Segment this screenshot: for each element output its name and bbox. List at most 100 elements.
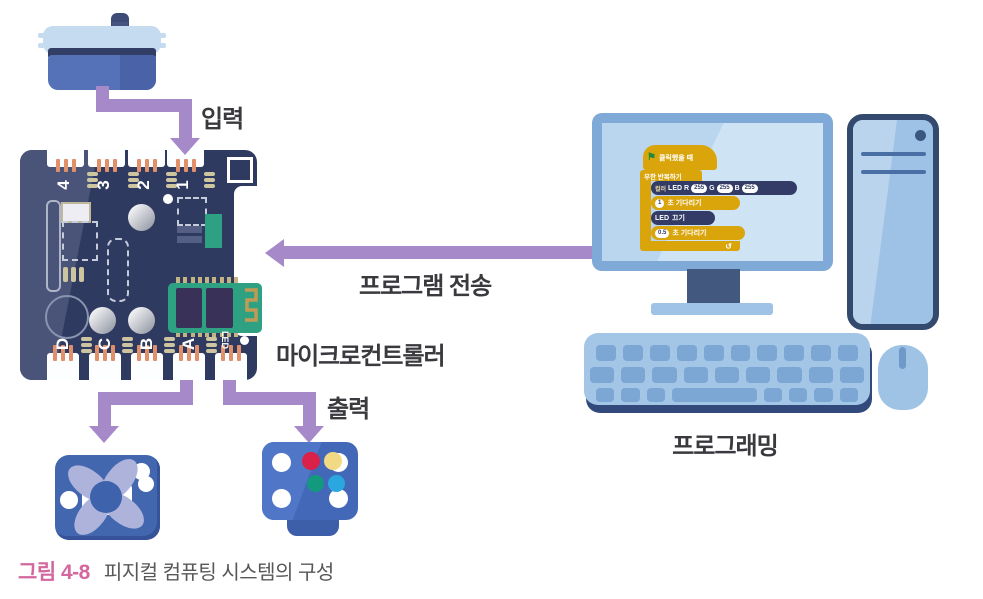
power-button <box>915 130 926 141</box>
hat-block-text: 클릭했을 때 <box>658 154 694 162</box>
led-off-block: LED 끄기 <box>651 211 715 225</box>
component-bar <box>177 226 202 233</box>
monitor-stand <box>687 269 740 306</box>
antenna-icon <box>245 288 258 322</box>
b-value-slot: 255 <box>741 183 758 193</box>
green-flag-icon: ⚑ <box>647 152 656 163</box>
board-button <box>89 307 116 334</box>
module-chip <box>206 288 233 328</box>
loop-arrow-icon: ↺ <box>725 241 732 251</box>
programming-label: 프로그래밍 <box>672 433 778 460</box>
module-pins-bottom <box>176 329 238 337</box>
tower-vent-line <box>861 152 926 156</box>
component-bar <box>177 236 202 243</box>
sensor-lid-tab <box>38 43 45 48</box>
chip-footprint <box>107 238 129 302</box>
port-label-C: C <box>95 337 114 351</box>
led-dot <box>240 336 249 345</box>
solder-pads <box>81 337 92 353</box>
microcontroller-board: 4 3 2 1 <box>20 150 262 380</box>
sensor-lid-tab <box>38 33 45 38</box>
g-value-slot: 255 <box>716 183 733 193</box>
port-label-A: A <box>179 337 198 351</box>
solder-pads <box>164 337 175 353</box>
module-hole <box>272 453 291 472</box>
led-red <box>302 452 320 470</box>
port-label-4: 4 <box>54 180 73 190</box>
forever-block-spine <box>640 181 651 241</box>
hat-block: ⚑ 클릭했을 때 <box>643 145 717 170</box>
wait2-value-slot: 0.5 <box>655 228 670 238</box>
input-label: 입력 <box>201 106 244 133</box>
sensor-lid-tab <box>159 43 166 48</box>
board-button <box>128 307 155 334</box>
forever-block-header: 무한 반복하기 <box>640 170 702 181</box>
port-label-LED: LED <box>220 331 230 349</box>
chip-footprint <box>62 221 98 261</box>
wait2-text: 초 기다리기 <box>672 230 707 237</box>
b-label: B <box>734 184 740 192</box>
tower-pc <box>847 114 939 330</box>
forever-block-footer: ↺ <box>640 241 740 251</box>
led-module-body <box>262 442 358 520</box>
module-chip <box>176 288 202 328</box>
color-led-name: LED <box>668 184 683 192</box>
tower-vent-line <box>861 170 926 174</box>
transfer-label: 프로그램 전송 <box>359 273 492 300</box>
mounting-hole-circle <box>45 295 89 339</box>
module-body <box>168 283 262 333</box>
port-tab-D <box>47 345 79 380</box>
caption-tag: 그림 4-8 <box>18 561 90 584</box>
figure-caption: 그림 4-8 피지컬 컴퓨팅 시스템의 구성 <box>18 556 334 586</box>
led-yellow <box>324 452 342 470</box>
solder-pads <box>122 337 133 353</box>
spacebar <box>672 388 757 402</box>
mounting-hole-square <box>227 157 253 183</box>
module-hole <box>329 489 348 508</box>
fan-body-hole <box>138 476 154 492</box>
component-green-chip <box>205 214 222 248</box>
led-teal <box>307 475 324 492</box>
solder-pads <box>204 172 215 188</box>
key-row-1 <box>596 345 859 361</box>
led-dot <box>163 194 173 204</box>
solder-pads <box>87 172 98 188</box>
port-tab-A <box>173 345 205 380</box>
r-label: R <box>684 184 690 192</box>
sensor-body-shade <box>120 55 156 90</box>
led-off-name: LED <box>655 214 669 222</box>
port-label-2: 2 <box>134 180 153 190</box>
wait-block: 1 초 기다리기 <box>651 196 740 210</box>
fan-hub <box>90 481 122 513</box>
slot-outline <box>46 200 61 292</box>
output-label: 출력 <box>327 396 370 423</box>
solder-pads <box>206 337 217 353</box>
port-tab-4 <box>47 150 84 172</box>
wait-value-slot: 1 <box>655 198 665 208</box>
solder-pads <box>166 172 177 188</box>
module-hole <box>272 489 291 508</box>
wait-block-2: 0.5 초 기다리기 <box>651 226 745 240</box>
r-value-slot: 255 <box>691 183 708 193</box>
port-label-B: B <box>137 337 156 351</box>
g-label: G <box>709 184 715 192</box>
sensor-body <box>48 55 156 90</box>
color-led-prefix: 컬러 <box>655 186 667 193</box>
port-label-1: 1 <box>173 180 192 190</box>
wait-text: 초 기다리기 <box>667 200 702 207</box>
port-label-3: 3 <box>94 180 113 190</box>
port-tab-LED <box>215 345 247 380</box>
monitor-base <box>651 303 773 315</box>
port-label-D: D <box>53 337 72 351</box>
port-tab-B <box>131 345 163 380</box>
tower-shine <box>853 120 897 324</box>
chip-footprint <box>177 197 207 226</box>
key-row-2 <box>590 367 864 383</box>
component-chip-white <box>61 202 91 223</box>
caption-text: 피지컬 컴퓨팅 시스템의 구성 <box>103 562 334 584</box>
port-tab-2 <box>128 150 165 172</box>
module-pins-top <box>176 277 238 285</box>
fan-body-hole <box>60 491 78 509</box>
mouse-scroll-line <box>899 347 906 369</box>
sensor-lid-edge <box>48 48 156 59</box>
